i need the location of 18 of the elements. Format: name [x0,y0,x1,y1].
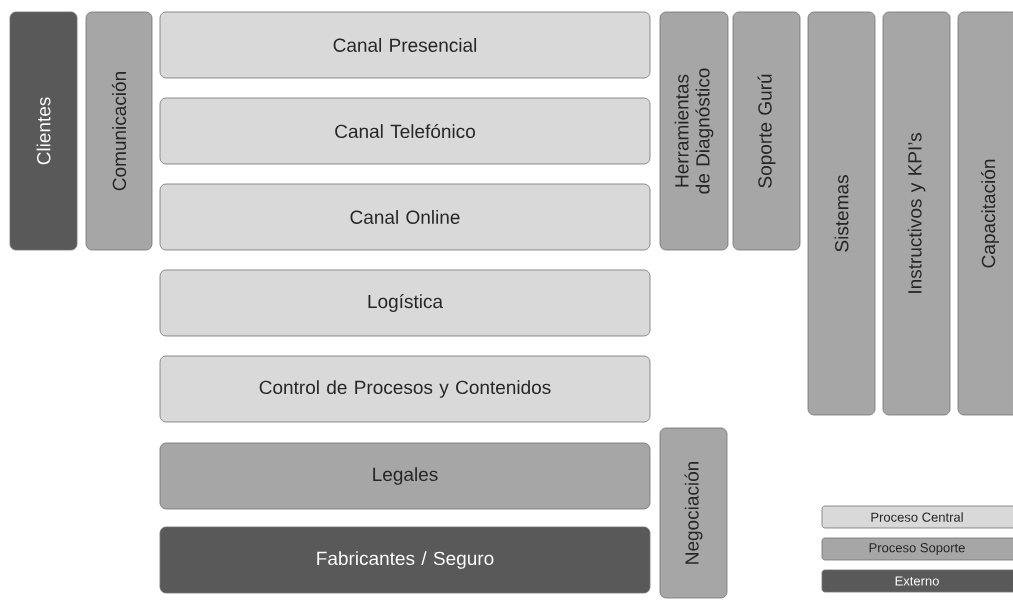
legend-label: Proceso Soporte [869,543,965,555]
process-box: Capacitación [957,11,1013,416]
process-box: Canal Online [159,183,651,251]
process-box: Negociación [659,427,728,599]
process-box: Control de Procesos y Contenidos [159,355,651,423]
legend-label: Externo [895,576,939,586]
process-box: Canal Presencial [159,11,651,79]
process-box: Herramientas de Diagnóstico [659,11,729,251]
process-box: Clientes [9,11,78,251]
legend-label: Proceso Central [871,512,963,522]
process-box: Fabricantes / Seguro [159,526,651,594]
process-box: Logística [159,269,651,337]
process-box: Sistemas [807,11,876,416]
process-box: Canal Telefónico [159,97,651,165]
process-box: Comunicación [85,11,153,251]
process-box: Soporte Gurú [732,11,801,251]
process-box: Instructivos y KPI’s [882,11,951,416]
process-box: Legales [159,442,651,510]
